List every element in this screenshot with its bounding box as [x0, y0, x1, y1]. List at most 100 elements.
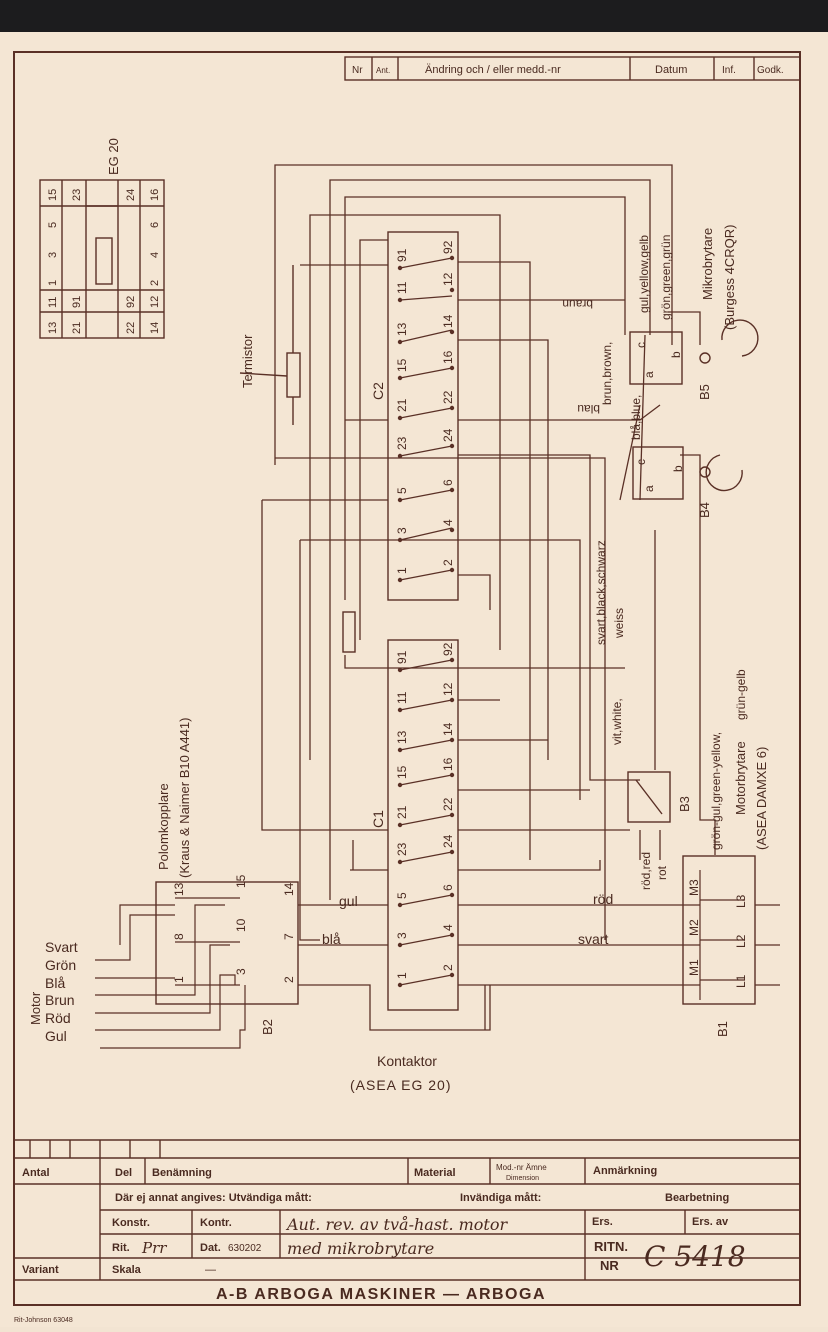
- terminal-dot: [449, 972, 455, 978]
- terminal-dot: [397, 822, 403, 828]
- b2-terminal-number: 1: [172, 976, 186, 983]
- c2-contactor: [387, 231, 459, 601]
- title-block: [14, 1139, 800, 1281]
- contact-number-bottom: 24: [441, 428, 455, 442]
- contact-number-bottom: 2: [441, 964, 455, 971]
- b2-terminal-number: 15: [234, 874, 248, 888]
- wire-gul: gul: [339, 893, 358, 909]
- tb-variant: Variant: [22, 1264, 59, 1276]
- terminal-dot: [449, 329, 455, 335]
- contact-number-bottom: 22: [441, 797, 455, 811]
- b4-switch: [632, 446, 684, 500]
- terminal-dot: [449, 255, 455, 261]
- contact-number-top: 13: [395, 322, 409, 336]
- terminal-dot: [397, 453, 403, 459]
- wire-grun-gelb: grün-gelb: [734, 669, 748, 720]
- terminal-dot: [397, 982, 403, 988]
- b4-terminal-a: a: [642, 485, 656, 492]
- wire-bla-blue: blå,blue,: [629, 395, 643, 440]
- b4-terminal-c: c: [634, 459, 648, 465]
- terminal-dot: [449, 443, 455, 449]
- rev-ant: Ant.: [376, 66, 390, 75]
- b2-terminal-number: 2: [282, 976, 296, 983]
- terminal-dot: [397, 859, 403, 865]
- terminal-dot: [449, 812, 455, 818]
- eg20-cell: 91: [71, 296, 83, 308]
- contact-number-top: 1: [395, 972, 409, 979]
- motorbrytare-label: Motorbrytare: [733, 741, 748, 815]
- eg20-title: EG 20: [106, 138, 121, 175]
- polomkopplare-label: Polomkopplare: [156, 783, 171, 870]
- contact-number-bottom: 4: [441, 519, 455, 526]
- revision-header: [344, 56, 801, 81]
- top-bar: [0, 0, 828, 32]
- wire-braun: braun: [562, 297, 593, 311]
- tb-skala-value: —: [205, 1264, 216, 1276]
- terminal-dot: [397, 375, 403, 381]
- terminal-dot: [449, 932, 455, 938]
- wire-blau: blau: [577, 402, 600, 416]
- wire-svart-black: svart,black,schwarz: [594, 540, 608, 645]
- rev-nr: Nr: [352, 65, 363, 76]
- tb-material: Material: [414, 1167, 456, 1179]
- termistor-label: Termistor: [240, 334, 255, 388]
- contact-number-bottom: 6: [441, 884, 455, 891]
- tb-ritn-value: C 5418: [644, 1240, 746, 1273]
- terminal-dot: [397, 265, 403, 271]
- b1-terminal-number: M2: [687, 919, 701, 936]
- wire-rod-red: röd,red: [639, 852, 653, 890]
- b1-terminal-number: M1: [687, 959, 701, 976]
- kontaktor-model: (ASEA EG 20): [350, 1077, 451, 1093]
- eg20-cell: 23: [71, 189, 83, 201]
- tb-bearbetning: Bearbetning: [665, 1192, 729, 1204]
- terminal-dot: [397, 297, 403, 303]
- motor-label: Motor: [28, 991, 43, 1025]
- polomkopplare-model: (Kraus & Naimer B10 A441): [177, 718, 192, 878]
- contact-number-top: 5: [395, 487, 409, 494]
- contact-number-bottom: 92: [441, 642, 455, 656]
- motor-wire-label: Röd: [45, 1010, 71, 1026]
- c1-resistor: [342, 611, 356, 653]
- wire-rot: rot: [655, 865, 669, 880]
- terminal-dot: [449, 365, 455, 371]
- terminal-dot: [397, 577, 403, 583]
- contact-number-bottom: 92: [441, 240, 455, 254]
- contact-number-top: 91: [395, 248, 409, 262]
- rev-change: Ändring och / eller medd.-nr: [425, 64, 561, 76]
- eg20-cell: 1: [47, 280, 59, 286]
- footer-mark: Rit-Johnson 63048: [14, 1317, 73, 1324]
- motor-wire-label: Blå: [45, 975, 65, 991]
- b5-switch: [629, 331, 683, 385]
- eg20-cell: 16: [149, 189, 161, 201]
- contact-number-top: 15: [395, 765, 409, 779]
- contact-numbers: 9192111213141516212223245634129192111213…: [395, 240, 455, 979]
- b2-terminal-number: 8: [172, 933, 186, 940]
- contact-number-bottom: 12: [441, 682, 455, 696]
- motorbrytare-model: (ASEA DAMXE 6): [754, 747, 769, 850]
- wire-gron-gul: grön-gul,green-yellow,: [709, 732, 723, 850]
- b4-label: B4: [697, 502, 712, 518]
- tb-mod-nr: Mod.-nr Ämne: [496, 1163, 547, 1172]
- b1-terminal-number: M3: [687, 879, 701, 896]
- contact-number-top: 11: [395, 281, 409, 294]
- tb-anmarkning: Anmärkning: [593, 1165, 657, 1177]
- eg20-table: [39, 179, 165, 339]
- contact-number-bottom: 16: [441, 350, 455, 364]
- motor-wire-label: Brun: [45, 992, 75, 1008]
- b5-terminal-c: c: [634, 342, 648, 348]
- tb-antal: Antal: [22, 1167, 50, 1179]
- b1-terminal-number: L1: [734, 974, 748, 988]
- b2-label: B2: [260, 1019, 275, 1035]
- terminal-dot: [449, 657, 455, 663]
- tb-rit: Rit.: [112, 1242, 130, 1254]
- contact-number-top: 5: [395, 892, 409, 899]
- b2-terminal-number: 3: [234, 968, 248, 975]
- contact-number-top: 3: [395, 932, 409, 939]
- motor-wire-label: Grön: [45, 957, 76, 973]
- tb-konstr: Konstr.: [112, 1217, 150, 1229]
- wire-rod: röd: [593, 891, 613, 907]
- contact-number-bottom: 6: [441, 479, 455, 486]
